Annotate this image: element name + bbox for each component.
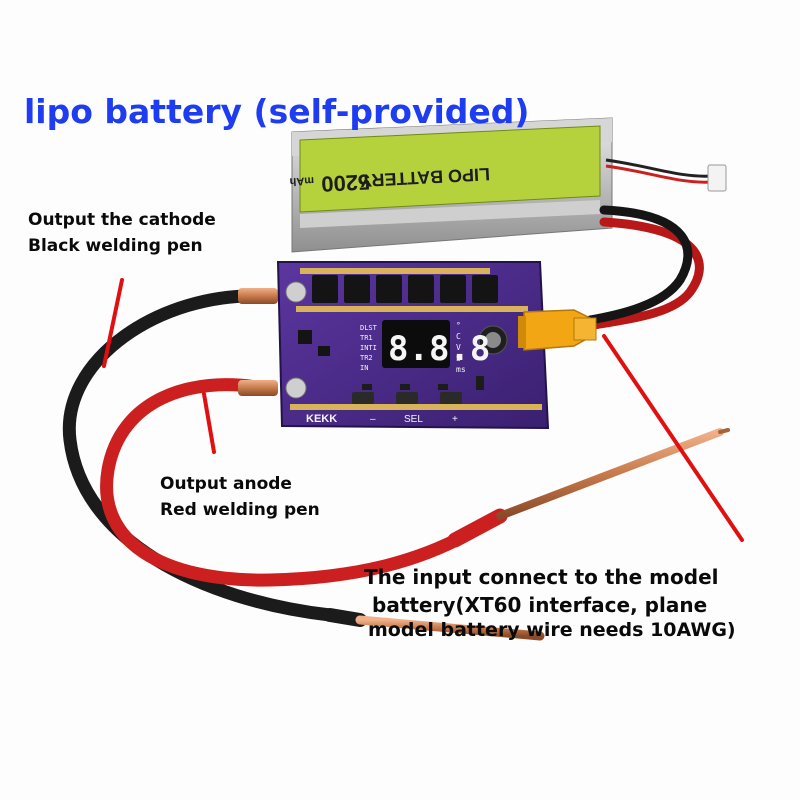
anode-label-line1: Output anode <box>160 474 292 494</box>
anode-callout-line <box>202 392 216 454</box>
black-welding-pen <box>62 289 545 641</box>
unit-label-v: V <box>456 343 461 352</box>
display-digits: 8.8.8 <box>388 329 490 369</box>
battery-unit-text: mAh <box>289 174 314 187</box>
status-label-dlst: DLST <box>360 324 378 332</box>
ring-terminals <box>238 288 278 396</box>
board-brand: KEKK <box>306 413 337 425</box>
callout-lines <box>102 278 744 542</box>
anode-label-line2: Red welding pen <box>160 500 320 520</box>
plus-button <box>440 392 462 404</box>
xt60-connector <box>518 309 597 351</box>
seven-segment-display <box>382 320 450 368</box>
tactile-buttons <box>352 392 462 404</box>
input-label-line2: battery(XT60 interface, plane <box>372 593 708 617</box>
sel-button <box>396 392 418 404</box>
button-label-sel: SEL <box>404 414 423 425</box>
button-label-minus: – <box>370 414 376 425</box>
input-label-line3: model battery wire needs 10AWG) <box>368 619 736 641</box>
cathode-callout-line <box>102 278 124 368</box>
anode-terminal-post <box>285 377 307 399</box>
unit-label-c: C <box>456 332 461 341</box>
lipo-battery: LIPO BATTERY 5200 mAh <box>289 117 727 253</box>
battery-capacity-text: 5200 <box>321 169 371 197</box>
status-label-tr2: TR2 <box>360 354 373 362</box>
unit-label-ms: ms <box>456 365 466 374</box>
unit-label-s: S <box>456 354 461 363</box>
status-label-tr1: TR1 <box>360 334 373 342</box>
balance-lead <box>605 158 713 178</box>
cathode-label-line2: Black welding pen <box>28 236 203 256</box>
black-pen-copper-rod <box>355 615 545 641</box>
battery-title-label: lipo battery (self-provided) <box>24 92 530 131</box>
spot-welder-board: DLST TR1 INTI TR2 IN 8.8.8 ° C V S ms <box>276 261 550 430</box>
status-label-inti: INTI <box>360 344 377 352</box>
minus-button <box>352 392 374 404</box>
cathode-label-line1: Output the cathode <box>28 210 216 230</box>
red-welding-pen <box>100 378 730 587</box>
input-callout-line <box>602 334 744 542</box>
balance-connector <box>707 164 727 192</box>
battery-leads <box>583 205 704 331</box>
red-pen-copper-rod <box>496 428 724 520</box>
cathode-terminal-post <box>285 281 307 303</box>
input-label-line1: The input connect to the model <box>364 565 719 589</box>
unit-label-degree: ° <box>456 321 461 330</box>
battery-label <box>299 125 601 213</box>
button-label-plus: + <box>452 414 458 425</box>
status-label-in: IN <box>360 364 368 372</box>
mosfet-row <box>312 275 498 303</box>
